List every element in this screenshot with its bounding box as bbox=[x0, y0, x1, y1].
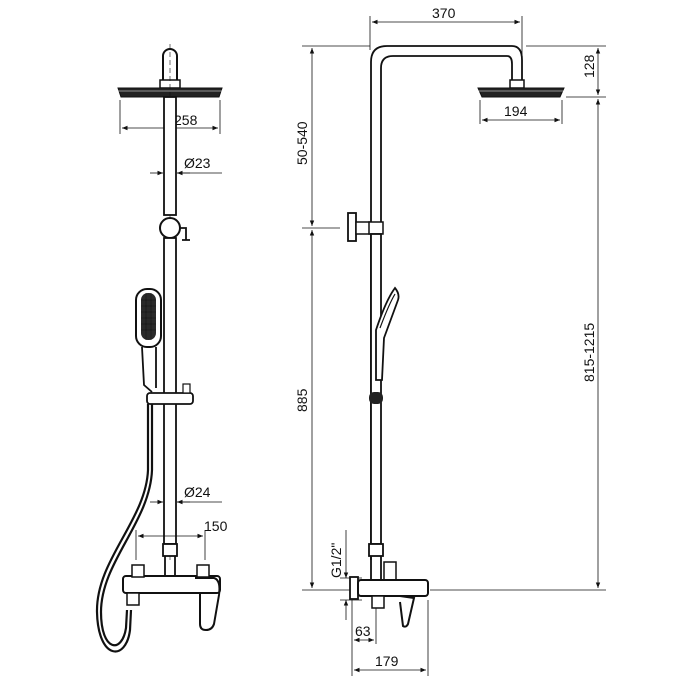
label-rail-height: 885 bbox=[294, 388, 310, 412]
side-head-connector bbox=[509, 79, 525, 89]
side-shower-arm bbox=[370, 45, 523, 560]
side-mixer-valve bbox=[349, 543, 429, 628]
label-head-width: 258 bbox=[174, 112, 198, 128]
label-spout-reach: 179 bbox=[375, 653, 399, 669]
front-slide-holder bbox=[146, 392, 194, 405]
front-hose bbox=[95, 404, 150, 653]
side-swivel-knob bbox=[347, 212, 384, 242]
label-arm-reach: 370 bbox=[432, 5, 456, 21]
front-swivel-knob bbox=[159, 217, 181, 239]
front-view: 258 Ø23 Ø24 bbox=[95, 44, 228, 653]
front-lower-pipe bbox=[163, 237, 177, 545]
side-rail-pipe bbox=[370, 233, 382, 545]
label-head-height: 128 bbox=[581, 54, 597, 78]
label-thread: G1/2" bbox=[328, 543, 344, 578]
front-mixer-valve bbox=[122, 543, 221, 632]
label-outlet-spacing: 150 bbox=[204, 518, 228, 534]
label-body-depth: 63 bbox=[355, 623, 371, 639]
label-head-dia: 194 bbox=[504, 103, 528, 119]
front-hand-shower bbox=[135, 288, 194, 405]
side-view: 370 128 194 50-540 bbox=[294, 5, 606, 676]
side-hand-shower bbox=[369, 286, 400, 404]
front-upper-pipe bbox=[163, 96, 177, 216]
label-total-adjust: 815-1215 bbox=[581, 323, 597, 382]
side-overhead-shower bbox=[477, 87, 565, 98]
label-upper-pipe-dia: Ø23 bbox=[184, 155, 211, 171]
label-lower-pipe-dia: Ø24 bbox=[184, 484, 211, 500]
label-arm-adjust: 50-540 bbox=[294, 121, 310, 165]
